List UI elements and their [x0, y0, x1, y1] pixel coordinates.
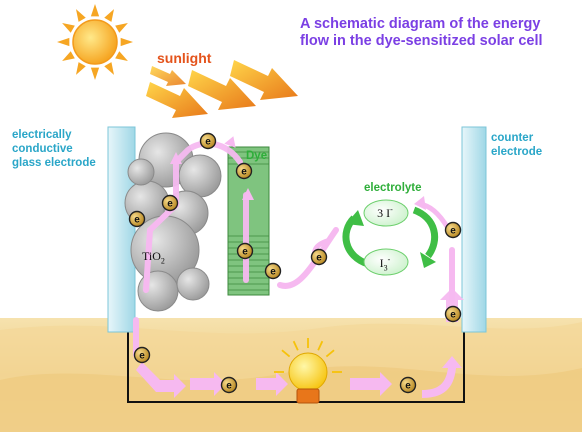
electron-icon: e — [199, 132, 217, 150]
electron-label: e — [205, 137, 211, 148]
triiodide-charge: - — [390, 205, 393, 214]
arrow-head — [414, 196, 426, 210]
electron-icon: e — [161, 194, 179, 212]
triiodide-text: 3 I — [377, 206, 391, 220]
title-line-1: A schematic diagram of the energy — [300, 16, 541, 32]
bulb-ray — [292, 340, 299, 351]
sun-ray — [104, 9, 114, 22]
sunlight-beam — [150, 66, 186, 86]
electron-label: e — [450, 226, 456, 237]
arrow-head — [242, 188, 254, 200]
circuit-flow-arrows — [136, 288, 464, 398]
triiodide-ion — [363, 199, 409, 227]
redox-cycle — [342, 206, 439, 268]
sunlight-beam — [188, 70, 256, 110]
sun-ray — [115, 51, 128, 61]
electron-label: e — [405, 381, 411, 392]
arrow-head — [224, 136, 236, 148]
dye-label: Dye — [246, 150, 268, 162]
electron-icon: e — [310, 248, 328, 266]
electron-label: e — [241, 167, 247, 178]
tio2-subscript: 2 — [160, 256, 165, 266]
electron-icon: e — [220, 376, 238, 394]
triiodide-label: 3 I- — [365, 205, 405, 221]
circuit-wire — [127, 332, 465, 403]
bulb-ray — [281, 349, 291, 358]
electron-label: e — [139, 351, 145, 362]
bulb-ray — [325, 349, 335, 358]
electron-icon: e — [133, 346, 151, 364]
sun-ray — [115, 23, 128, 33]
iodide-ion — [363, 248, 409, 276]
electron-icon: e — [399, 376, 417, 394]
counter-electrode — [461, 126, 487, 333]
sun-ray — [90, 67, 100, 80]
electron-icon: e — [236, 242, 254, 260]
sun-ray — [90, 4, 100, 17]
electron-label: e — [242, 247, 248, 258]
iodide-text: I — [379, 256, 384, 270]
counter-label-line-1: counter — [491, 132, 534, 144]
tio2-text: TiO — [142, 249, 161, 263]
electron-label: e — [270, 267, 276, 278]
iodide-charge: - — [387, 255, 391, 264]
electron-label: e — [134, 215, 140, 226]
iodide-label: I3- — [365, 255, 405, 272]
conductive-glass-electrode — [107, 126, 136, 333]
sunlight-beam — [146, 82, 208, 118]
electrode-label-line-2: conductive — [12, 143, 73, 155]
sun-ray — [120, 37, 133, 47]
sunlight-label: sunlight — [157, 50, 212, 66]
sun-ray — [62, 51, 75, 61]
electron-icon: e — [264, 262, 282, 280]
sun-ray — [62, 23, 75, 33]
electron-icon: e — [235, 162, 253, 180]
counter-electrode-label: counter electrode — [491, 131, 542, 159]
sun-ray — [76, 9, 86, 22]
electron-icon: e — [128, 210, 146, 228]
bulb-ray — [317, 340, 324, 351]
electrode-label: electrically conductive glass electrode — [12, 128, 96, 170]
sun-ray — [57, 37, 70, 47]
counter-label-line-2: electrode — [491, 146, 543, 158]
electron-icon: e — [444, 305, 462, 323]
title-line-2: flow in the dye-sensitized solar cell — [300, 33, 543, 49]
arrow-head — [170, 152, 182, 164]
electrode-label-line-3: glass electrode — [12, 157, 96, 169]
light-bulb-icon — [274, 338, 342, 404]
sunlight-beam — [230, 60, 298, 100]
electron-icon: e — [444, 221, 462, 239]
sun-ray — [104, 62, 114, 75]
sand-dune — [0, 366, 582, 432]
diagram-title: A schematic diagram of the energy flow i… — [300, 16, 582, 50]
electrode-label-line-1: electrically — [12, 129, 72, 141]
electron-label: e — [226, 381, 232, 392]
electrolyte-label: electrolyte — [364, 182, 422, 194]
electron-label: e — [450, 310, 456, 321]
tio2-label: TiO2 — [142, 249, 165, 265]
sun-icon — [57, 4, 133, 80]
electron-label: e — [316, 253, 322, 264]
electron-label: e — [167, 199, 173, 210]
iodide-subscript: 3 — [383, 263, 388, 273]
sun-ray — [76, 62, 86, 75]
